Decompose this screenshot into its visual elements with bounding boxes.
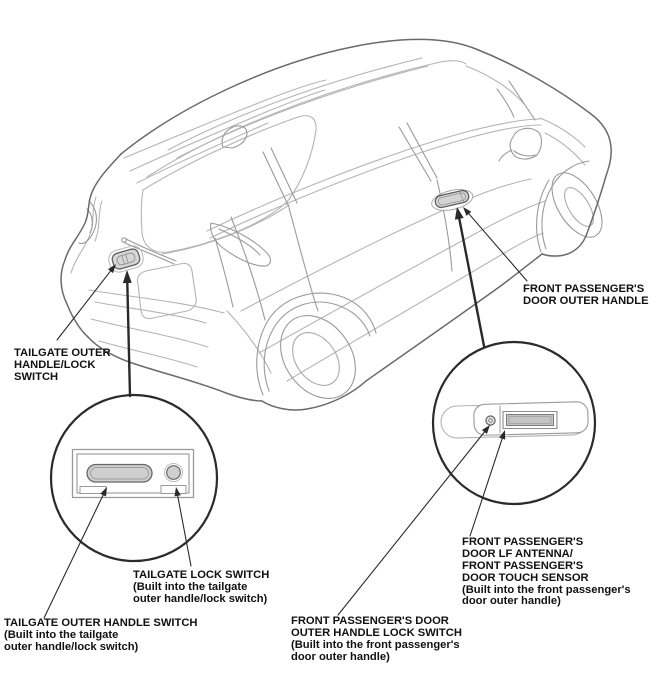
left-tail-light bbox=[78, 200, 98, 245]
leader-front-passenger-door-outer-handle bbox=[468, 213, 528, 282]
tailgate-outer-handle-switch-detail bbox=[86, 463, 153, 483]
door-handle-highlight bbox=[431, 189, 474, 211]
right-tail-light bbox=[210, 222, 272, 267]
roof-antenna-fin bbox=[221, 125, 248, 149]
front-wheel-arch bbox=[541, 160, 590, 250]
label-tailgate-lock-switch: TAILGATE LOCK SWITCH (Built into the tai… bbox=[133, 569, 270, 605]
front-wheel-rim bbox=[564, 187, 594, 227]
leader-door-lf-antenna-touch-sensor bbox=[469, 438, 503, 537]
label-tailgate-outer-handle-lock-switch: TAILGATE OUTER HANDLE/LOCK SWITCH bbox=[14, 347, 111, 383]
leader-tailgate-lock-switch bbox=[177, 495, 192, 567]
leader-door-circle bbox=[458, 217, 486, 348]
label-tailgate-outer-handle-switch: TAILGATE OUTER HANDLE SWITCH (Built into… bbox=[4, 617, 198, 653]
label-front-passenger-door-outer-handle: FRONT PASSENGER'S DOOR OUTER HANDLE bbox=[523, 283, 649, 307]
arrowhead bbox=[454, 207, 464, 220]
rear-wiper bbox=[125, 238, 177, 262]
arrowhead bbox=[463, 207, 472, 216]
door-touch-sensor-strip-detail bbox=[506, 414, 554, 426]
leader-tailgate-circle bbox=[126, 281, 132, 398]
rear-wheel-arch bbox=[256, 292, 377, 396]
vehicle-illustration bbox=[60, 38, 612, 411]
vehicle-outline bbox=[60, 38, 612, 411]
arrowhead bbox=[108, 264, 116, 274]
front-tire bbox=[551, 172, 603, 238]
tailgate-lock-switch-detail bbox=[166, 465, 181, 480]
label-front-passenger-door-lf-antenna-touch-sensor: FRONT PASSENGER'S DOOR LF ANTENNA/ FRONT… bbox=[462, 536, 631, 608]
arrowhead bbox=[122, 270, 132, 284]
arrowhead bbox=[174, 487, 181, 497]
tailgate-detail-view bbox=[49, 393, 219, 563]
tailgate-handle-highlight bbox=[108, 245, 144, 273]
vehicle-detail-lines bbox=[70, 57, 586, 382]
callout-lines bbox=[43, 207, 528, 619]
arrowhead bbox=[499, 430, 506, 440]
leader-door-outer-handle-lock-switch bbox=[337, 431, 485, 616]
arrowhead bbox=[100, 487, 107, 497]
door-handle-detail-view bbox=[431, 340, 597, 506]
leader-tailgate-outer-handle-lock-switch bbox=[56, 270, 112, 341]
side-mirror bbox=[509, 127, 543, 160]
rear-wheel-rim bbox=[292, 332, 340, 386]
leader-tailgate-outer-handle-switch bbox=[43, 494, 104, 619]
door-handle-lock-switch-detail bbox=[485, 415, 496, 426]
arrowhead bbox=[481, 425, 490, 434]
rear-tire bbox=[280, 315, 356, 399]
vehicle-midtone-lines bbox=[78, 80, 603, 399]
label-front-passenger-door-outer-handle-lock-switch: FRONT PASSENGER'S DOOR OUTER HANDLE LOCK… bbox=[291, 615, 462, 663]
